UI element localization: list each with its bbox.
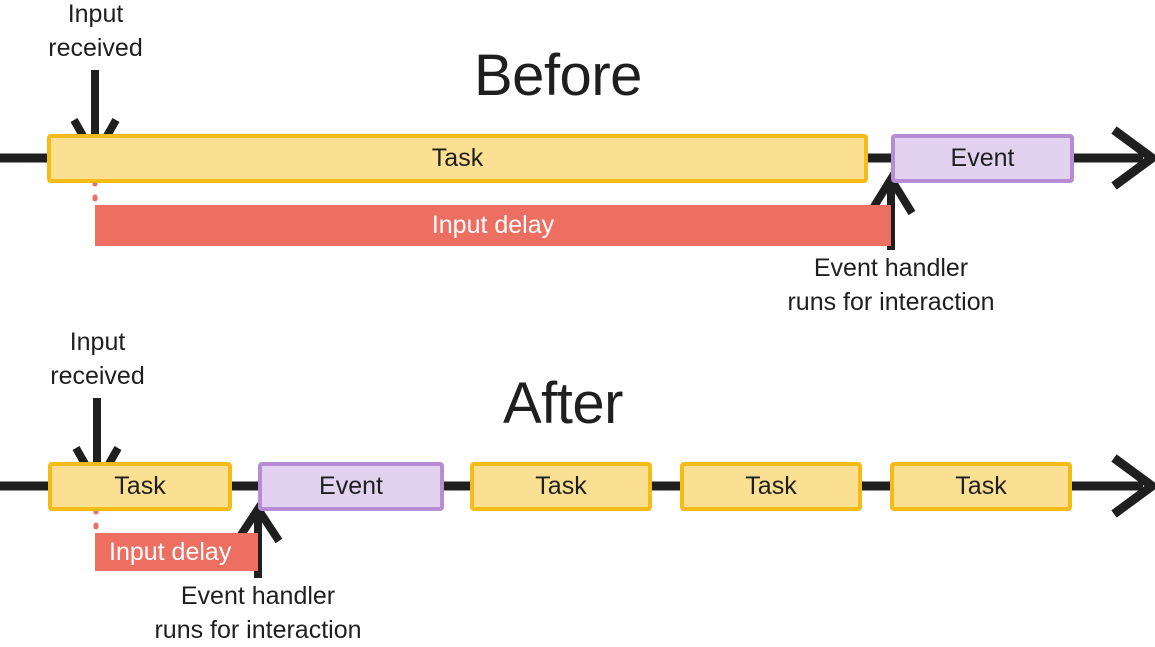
before-handler-caption-line1: Event handler	[813, 254, 969, 282]
after-task-box-4[interactable]: Task	[890, 462, 1072, 511]
before-handler-caption-line2: runs for interaction	[787, 287, 995, 316]
before-task-label: Task	[431, 144, 484, 172]
after-event-box[interactable]: Event	[258, 462, 444, 511]
after-task-label-2: Task	[535, 472, 587, 500]
after-task-label-1: Task	[114, 472, 166, 500]
after-handler-caption-line1: Event handler	[180, 582, 336, 610]
before-timeline-arrowhead	[1111, 126, 1155, 190]
before-handler-caption: Event handler runs for interaction	[741, 252, 1041, 319]
after-event-label: Event	[319, 472, 383, 500]
before-input-delay-bar: Input delay	[95, 205, 891, 246]
before-event-label: Event	[950, 144, 1015, 172]
after-input-received-line1: Input	[69, 328, 126, 356]
after-input-received-label: Input received	[40, 326, 155, 393]
after-handler-caption: Event handler runs for interaction	[108, 580, 408, 647]
after-task-label-3: Task	[745, 472, 797, 500]
after-input-delay-label: Input delay	[109, 537, 232, 566]
before-section-title: Before	[474, 43, 642, 108]
after-handler-caption-line2: runs for interaction	[154, 615, 362, 644]
before-input-received-line1: Input	[67, 0, 124, 28]
after-input-delay-bar: Input delay	[95, 533, 258, 571]
after-task-box-1[interactable]: Task	[48, 462, 232, 511]
before-input-received-label: Input received	[38, 0, 153, 65]
after-section-title: After	[503, 371, 624, 436]
before-event-box[interactable]: Event	[891, 134, 1074, 183]
before-task-box[interactable]: Task	[47, 134, 868, 183]
before-input-delay-label: Input delay	[431, 211, 555, 239]
after-input-received-line2: received	[50, 361, 145, 390]
after-task-label-4: Task	[955, 472, 1007, 500]
after-timeline-arrowhead	[1111, 454, 1155, 518]
after-task-box-2[interactable]: Task	[470, 462, 652, 511]
after-task-box-3[interactable]: Task	[680, 462, 862, 511]
before-input-received-line2: received	[48, 33, 143, 62]
